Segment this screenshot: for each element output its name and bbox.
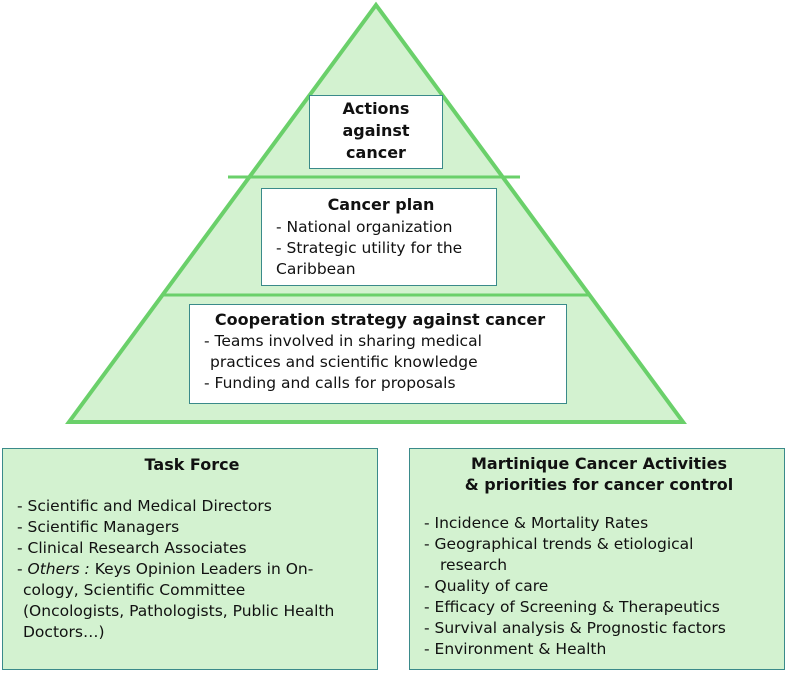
martinique-title-line: & priorities for cancer control bbox=[464, 475, 734, 494]
task-force-continuation: cology, Scientific Committee bbox=[23, 581, 246, 599]
task-force-item: - Scientific Managers bbox=[17, 518, 180, 536]
martinique-item: - Quality of care bbox=[424, 577, 549, 595]
pyramid-bottom-box: Cooperation strategy against cancer - Te… bbox=[189, 304, 567, 404]
martinique-item: - Environment & Health bbox=[424, 640, 607, 658]
cooperation-item: practices and scientific knowledge bbox=[210, 353, 478, 371]
cancer-plan-title: Cancer plan bbox=[327, 195, 435, 214]
martinique-title-line: Martinique Cancer Activities bbox=[470, 454, 728, 473]
task-force-others-item: - Others : Keys Opinion Leaders in On- bbox=[17, 559, 367, 580]
martinique-item: - Efficacy of Screening & Therapeutics bbox=[424, 598, 720, 616]
others-prefix: - bbox=[17, 560, 28, 578]
martinique-item: - Geographical trends & etiological bbox=[424, 535, 694, 553]
task-force-item: - Clinical Research Associates bbox=[17, 539, 247, 557]
pyramid-top-title-line: Actions bbox=[342, 99, 410, 118]
task-force-title: Task Force bbox=[144, 455, 240, 474]
martinique-panel: Martinique Cancer Activities & prioritie… bbox=[409, 448, 785, 670]
others-label: Others : bbox=[27, 560, 90, 578]
task-force-continuation: (Oncologists, Pathologists, Public Healt… bbox=[23, 602, 335, 620]
task-force-panel: Task Force - Scientific and Medical Dire… bbox=[2, 448, 378, 670]
cancer-plan-item: - National organization bbox=[276, 218, 453, 236]
cooperation-item: - Teams involved in sharing medical bbox=[204, 332, 482, 350]
others-text: Keys Opinion Leaders in On- bbox=[89, 560, 314, 578]
pyramid-top-title-line: against bbox=[342, 121, 410, 140]
pyramid-top-box: Actions against cancer bbox=[309, 95, 443, 169]
task-force-continuation: Doctors…) bbox=[23, 623, 105, 641]
task-force-item: - Scientific and Medical Directors bbox=[17, 497, 272, 515]
cancer-plan-item: - Strategic utility for the bbox=[276, 239, 463, 257]
pyramid-middle-box: Cancer plan - National organization - St… bbox=[261, 188, 497, 286]
pyramid-top-title-line: cancer bbox=[346, 143, 406, 162]
martinique-item: - Survival analysis & Prognostic factors bbox=[424, 619, 726, 637]
martinique-item: research bbox=[440, 556, 508, 574]
cooperation-item: - Funding and calls for proposals bbox=[204, 374, 456, 392]
martinique-item: - Incidence & Mortality Rates bbox=[424, 514, 649, 532]
cancer-plan-item: Caribbean bbox=[276, 260, 356, 278]
cooperation-strategy-title: Cooperation strategy against cancer bbox=[214, 310, 546, 329]
